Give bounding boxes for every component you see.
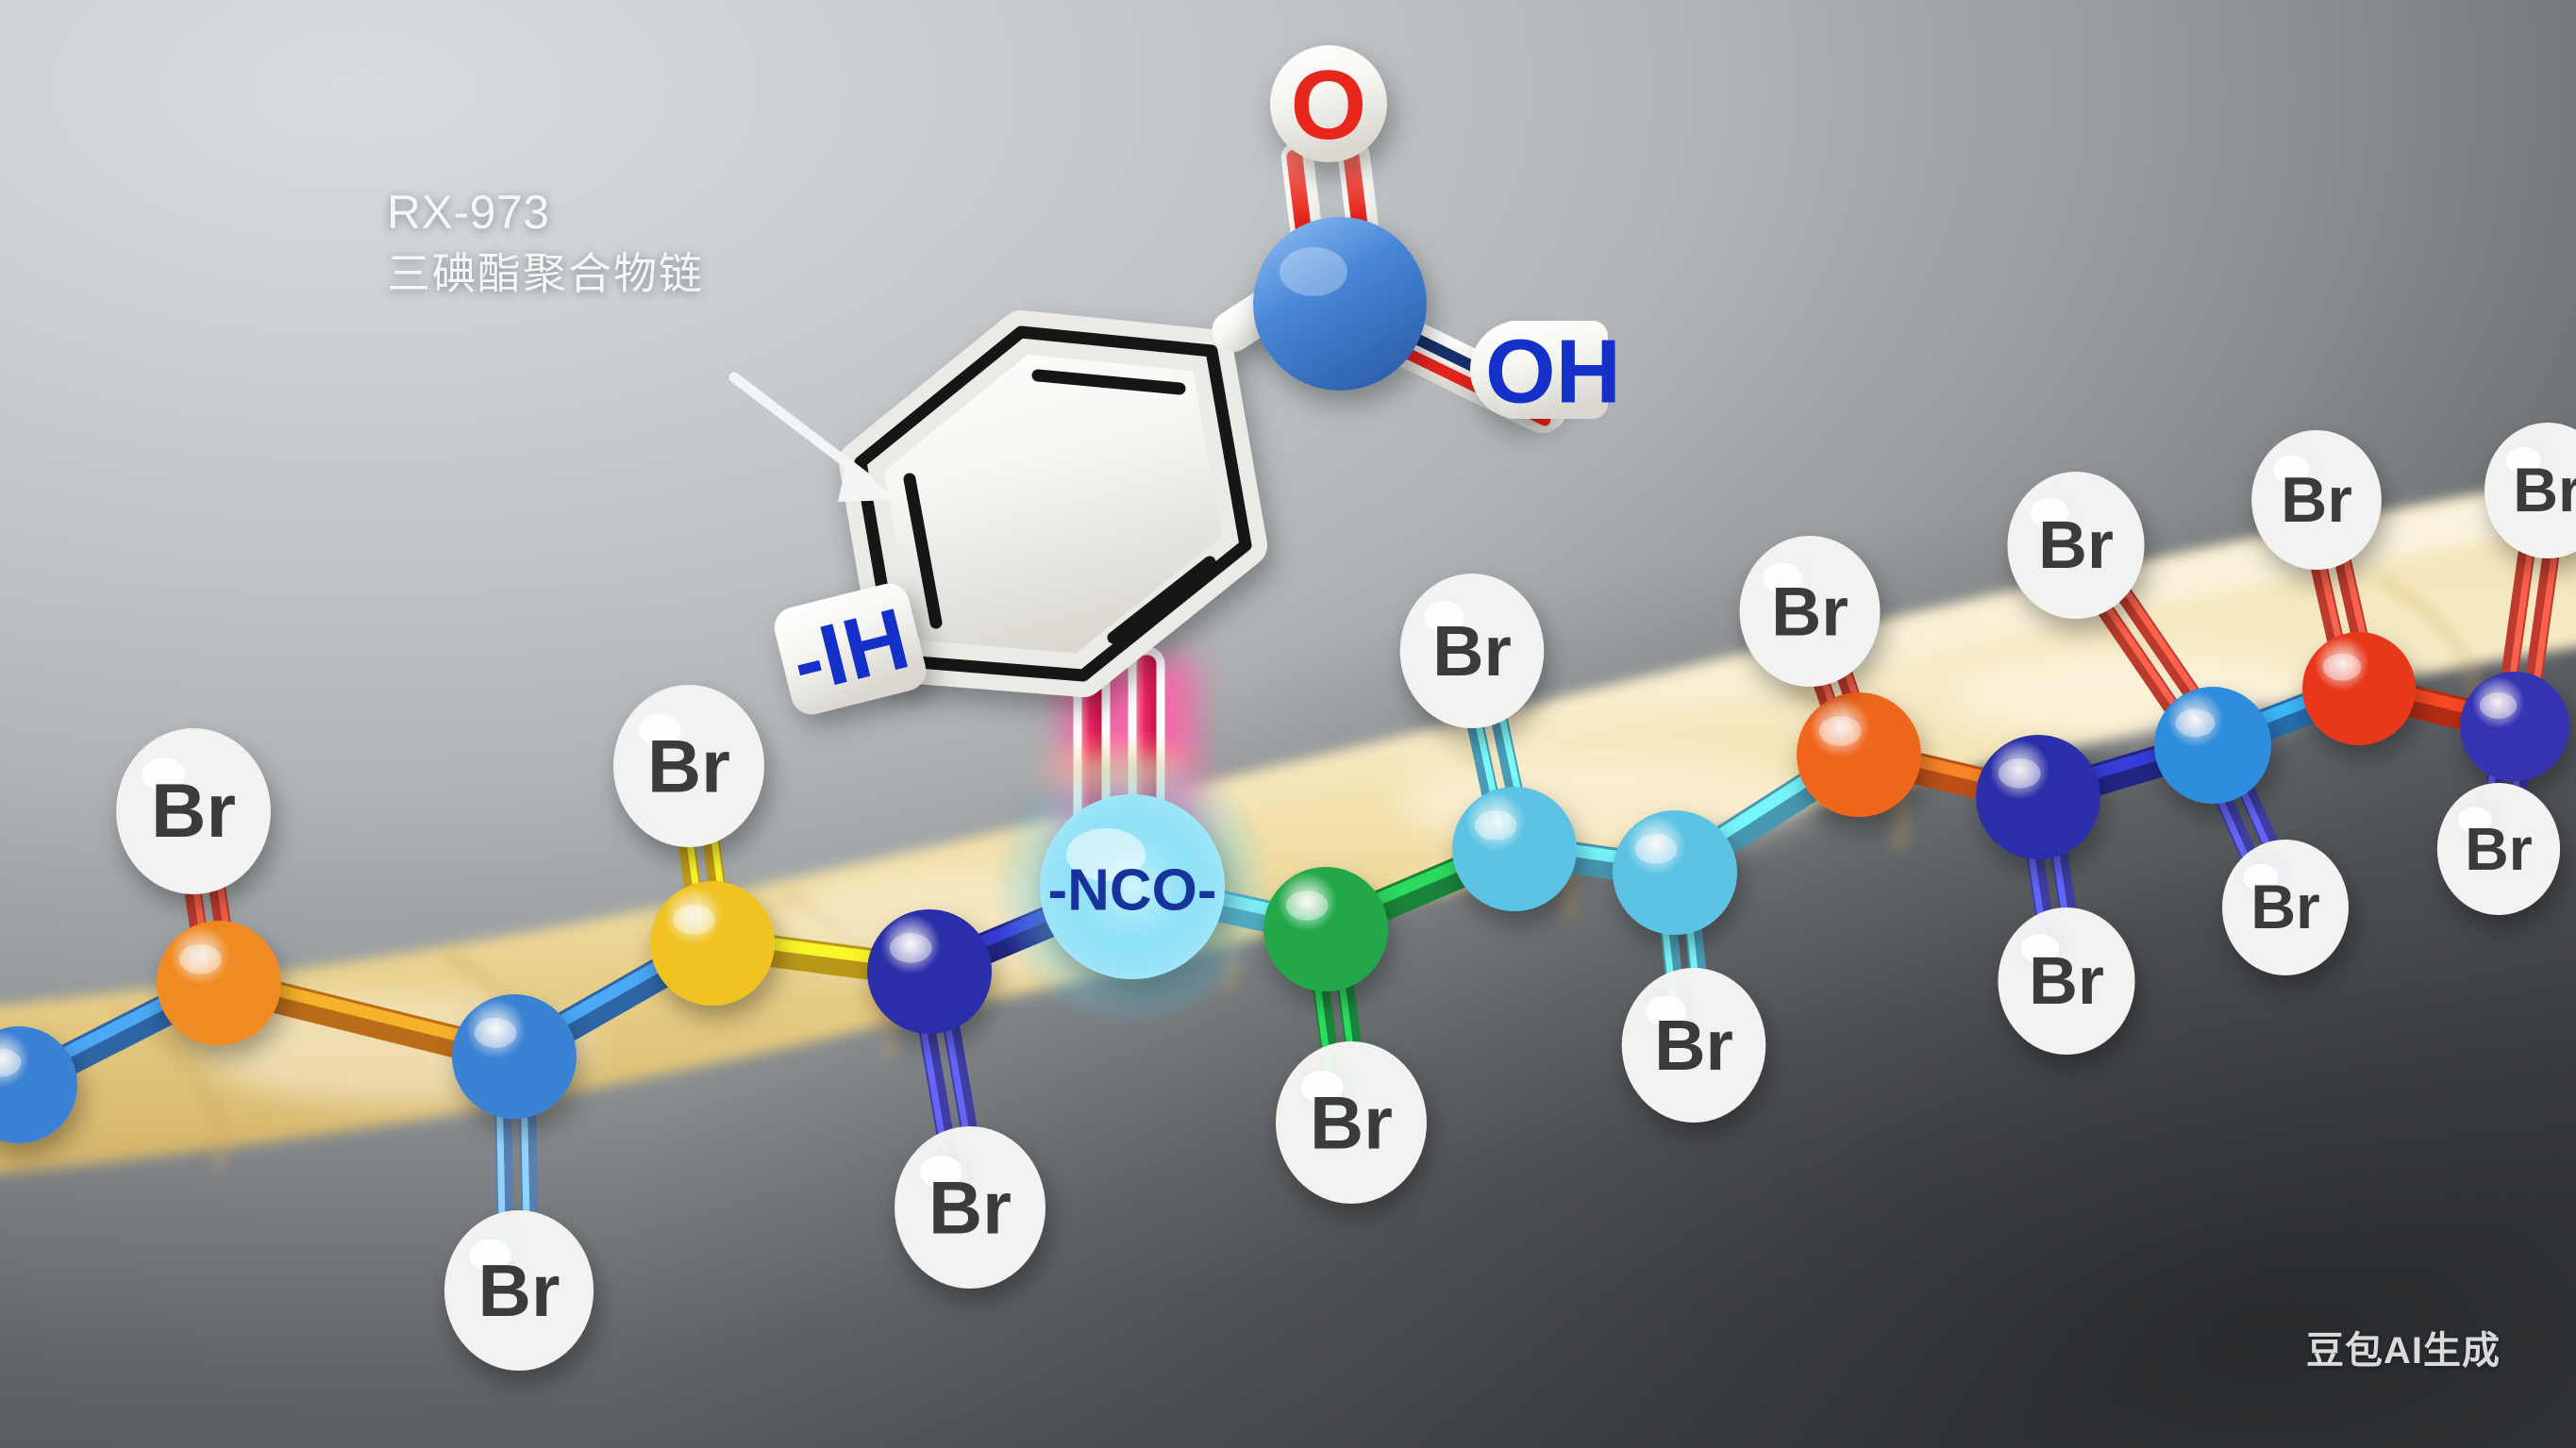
backbone-atom (157, 921, 281, 1045)
halogen-atom: Br (2222, 840, 2349, 975)
halogen-label: Br (1310, 1081, 1393, 1165)
acid-carbon-node (1253, 140, 1567, 434)
halogen-atom: Br (2251, 430, 2382, 570)
backbone-atom (1976, 735, 2100, 859)
halogen-label: Br (647, 724, 730, 808)
backbone-atom (1452, 787, 1577, 911)
halogen-atom: Br (1739, 536, 1881, 687)
halogen-label: Br (1432, 611, 1512, 691)
halogen-label: Br (1654, 1006, 1733, 1085)
halogen-label: Br (2029, 943, 2104, 1019)
benzene-ring (804, 256, 1338, 697)
halogen-atom: Br (2007, 472, 2145, 619)
halogen-label: Br (1771, 573, 1848, 651)
backbone-atom (2154, 687, 2271, 804)
halogen-atom: Br (1399, 574, 1545, 728)
annotation-block: RX-973 三碘酯聚合物链 (387, 185, 704, 302)
halogen-atom: Br (2436, 783, 2561, 915)
halogen-atom: Br (2484, 423, 2576, 558)
halogen-label: Br (928, 1166, 1012, 1250)
halogen-label: Br (2038, 508, 2114, 583)
backbone-atom (2302, 632, 2416, 745)
oh-label-text: OH (1485, 322, 1621, 423)
annotation-code: RX-973 (387, 186, 550, 239)
halogen-atom: Br (613, 685, 764, 847)
backbone-atom (1613, 810, 1737, 935)
halogen-label: Br (478, 1249, 560, 1332)
oxygen-label-text: O (1291, 51, 1367, 160)
backbone-atom (452, 994, 577, 1119)
halogen-atom: Br (443, 1210, 594, 1371)
annotation-description: 三碘酯聚合物链 (387, 249, 704, 298)
backbone-atom (2460, 672, 2569, 781)
halogen-atom: Br (116, 728, 271, 894)
backbone-atom (650, 881, 775, 1006)
halogen-label: Br (2465, 815, 2533, 883)
halogen-label: Br (2281, 464, 2352, 536)
annotation-arrow (728, 372, 896, 502)
halogen-label: Br (151, 769, 236, 854)
backbone-atom (867, 909, 992, 1034)
oxygen-atom: O (1270, 45, 1387, 162)
backbone-atoms (0, 632, 2569, 1143)
iodine-hydrogen-label: -IH (774, 583, 927, 715)
backbone-atom (1797, 692, 1921, 817)
halogen-atom: Br (1621, 968, 1766, 1123)
backbone-atom (1263, 867, 1388, 991)
hydroxyl-label: OH (1470, 321, 1621, 423)
halogen-atom: Br (1276, 1041, 1427, 1204)
isocyanate-node: -NCO- (991, 745, 1274, 1028)
nco-label-text: -NCO- (1047, 858, 1216, 924)
halogen-atom: Br (1998, 907, 2135, 1055)
halogen-label: Br (2250, 873, 2320, 942)
watermark: 豆包AI生成 (2306, 1330, 2501, 1372)
backbone-atom (0, 1026, 77, 1143)
halogen-atom: Br (895, 1126, 1045, 1289)
halogen-label: Br (2513, 456, 2576, 525)
